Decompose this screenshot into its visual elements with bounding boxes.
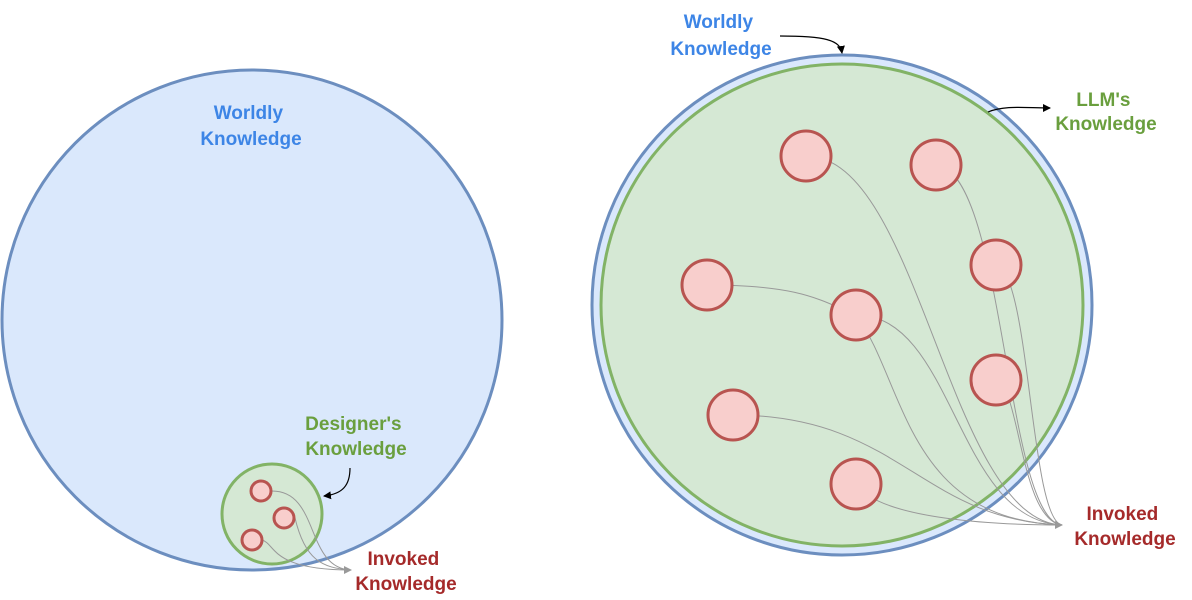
right-invoked-label: Invoked Knowledge xyxy=(1074,504,1175,550)
right-invoked-connector xyxy=(855,314,1063,526)
right-panel: Worldly Knowledge LLM's Knowledge Invoke… xyxy=(590,12,1176,557)
llm-knowledge-label: LLM's Knowledge xyxy=(1055,90,1156,135)
right-knowledge-node xyxy=(909,138,963,192)
llm-knowledge-label-line1: LLM's xyxy=(1076,90,1130,111)
right-knowledge-node xyxy=(969,238,1023,292)
llm-pointer-arrow xyxy=(987,103,1051,113)
right-invoked-label-line1: Invoked xyxy=(1086,504,1158,525)
right-knowledge-node xyxy=(829,288,883,342)
right-invoked-connector xyxy=(855,314,1063,526)
left-invoked-connector xyxy=(294,517,352,571)
worldly-pointer-arrow xyxy=(779,35,845,54)
right-knowledge-node xyxy=(680,258,734,312)
right-invoked-connector xyxy=(805,155,1063,526)
designer-knowledge-label-line2: Knowledge xyxy=(305,439,406,460)
right-worldly-label-line1: Worldly xyxy=(684,12,754,33)
left-worldly-label: Worldly Knowledge xyxy=(200,103,301,150)
left-invoked-label: Invoked Knowledge xyxy=(355,549,456,595)
right-knowledge-node xyxy=(969,353,1023,407)
left-knowledge-node xyxy=(272,506,296,530)
right-worldly-label: Worldly Knowledge xyxy=(670,12,771,60)
right-invoked-connector xyxy=(935,164,1063,526)
designer-pointer-arrow xyxy=(323,467,351,500)
left-worldly-label-line2: Knowledge xyxy=(200,129,301,150)
left-knowledge-node xyxy=(240,528,264,552)
right-knowledge-node xyxy=(779,129,833,183)
left-knowledge-node xyxy=(249,479,273,503)
right-knowledge-node xyxy=(829,457,883,511)
left-panel: Worldly Knowledge Designer's Knowledge I… xyxy=(0,68,504,595)
llm-knowledge-label-line2: Knowledge xyxy=(1055,114,1156,135)
designer-knowledge-label-line1: Designer's xyxy=(305,414,401,435)
left-worldly-circle xyxy=(0,68,504,572)
left-invoked-label-line2: Knowledge xyxy=(355,574,456,595)
right-invoked-label-line2: Knowledge xyxy=(1074,529,1175,550)
left-invoked-label-line1: Invoked xyxy=(367,549,439,570)
right-knowledge-node xyxy=(706,388,760,442)
left-invoked-connector xyxy=(271,490,352,571)
right-invoked-connector xyxy=(732,414,1063,526)
right-worldly-label-line2: Knowledge xyxy=(670,39,771,60)
left-worldly-label-line1: Worldly xyxy=(214,103,284,124)
left-invoked-connector xyxy=(261,539,352,574)
designer-knowledge-label: Designer's Knowledge xyxy=(305,414,407,460)
